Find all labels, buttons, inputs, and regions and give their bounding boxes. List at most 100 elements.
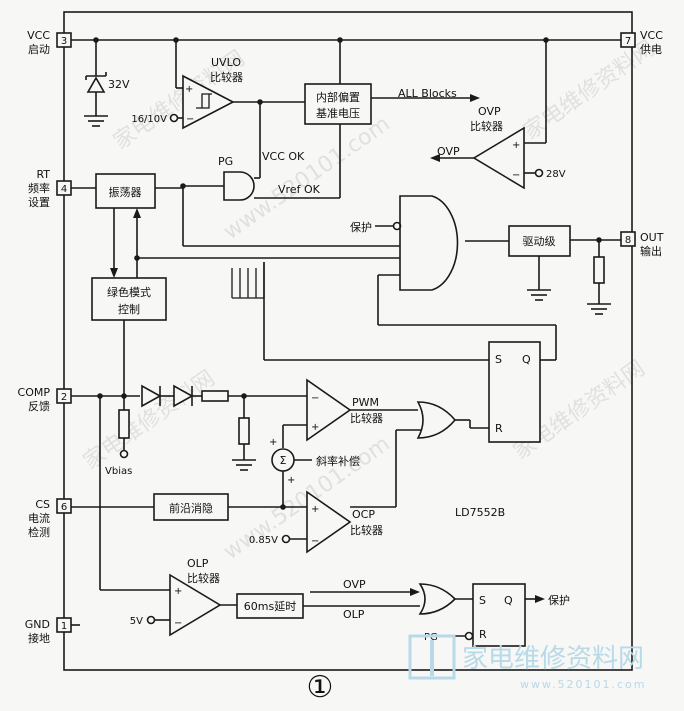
pwm-comparator: − + PWM 比较器 (282, 378, 418, 448)
svg-text:7: 7 (625, 36, 631, 47)
pin-1: 1 GND 接地 (25, 617, 72, 645)
svg-text:+: + (185, 84, 193, 95)
figure-number: ① (307, 670, 334, 705)
svg-text:设置: 设置 (28, 196, 50, 209)
svg-text:32V: 32V (108, 78, 130, 91)
svg-text:−: − (311, 393, 319, 404)
svg-text:比较器: 比较器 (210, 70, 243, 84)
svg-text:比较器: 比较器 (350, 523, 383, 537)
svg-text:接地: 接地 (28, 632, 50, 645)
svg-text:5V: 5V (130, 616, 143, 627)
svg-text:+: + (287, 475, 295, 486)
svg-text:4: 4 (61, 184, 67, 195)
svg-text:PG: PG (218, 155, 233, 168)
oscillator-block: 振荡器 (71, 173, 183, 209)
svg-text:驱动级: 驱动级 (523, 235, 556, 248)
svg-text:VCC: VCC (640, 29, 663, 42)
svg-text:S: S (495, 353, 502, 366)
svg-text:−: − (174, 618, 182, 629)
svg-text:输出: 输出 (640, 244, 662, 258)
svg-text:+: + (311, 504, 319, 515)
svg-text:OVP: OVP (437, 145, 460, 158)
green-mode-block: 绿色模式 控制 (91, 208, 167, 396)
svg-text:Vref OK: Vref OK (278, 183, 321, 196)
svg-text:电流: 电流 (28, 511, 50, 525)
pin-4: 4 RT 频率 设置 (28, 168, 72, 209)
ocp-comparator: + − OCP 比较器 0.85V LD7552B (249, 490, 505, 554)
svg-text:28V: 28V (546, 169, 566, 180)
svg-text:比较器: 比较器 (350, 411, 383, 425)
chip-frame (63, 11, 633, 671)
pin-7: 7 VCC 供电 (620, 29, 663, 56)
sigma-summer: Σ + + 斜率补偿 (269, 437, 360, 510)
svg-text:家电维修资料网: 家电维修资料网 (462, 644, 644, 674)
svg-text:比较器: 比较器 (187, 571, 220, 585)
svg-text:基准电压: 基准电压 (316, 107, 360, 120)
svg-text:+: + (512, 140, 520, 151)
svg-text:RT: RT (36, 168, 50, 181)
svg-text:S: S (479, 594, 486, 607)
uvlo-comparator: + − 16/10V UVLO 比较器 (131, 40, 305, 130)
svg-text:OCP: OCP (352, 508, 375, 521)
svg-text:绿色模式: 绿色模式 (107, 285, 151, 299)
svg-text:www.520101.com: www.520101.com (520, 678, 646, 691)
pin-3: 3 VCC 启动 (27, 29, 72, 56)
olp-comparator: + − OLP 比较器 5V (130, 557, 237, 637)
svg-text:−: − (311, 536, 319, 547)
svg-text:VCC OK: VCC OK (262, 150, 305, 163)
svg-text:OVP: OVP (478, 105, 501, 118)
svg-text:R: R (479, 628, 487, 641)
pin-2: 2 COMP 反馈 (18, 386, 72, 413)
svg-text:内部偏置: 内部偏置 (316, 90, 360, 104)
site-logo: 家电维修资料网 www.520101.com (408, 634, 646, 691)
svg-text:Vbias: Vbias (105, 466, 132, 477)
svg-text:2: 2 (61, 392, 67, 403)
pin-8: 8 OUT 输出 (620, 231, 664, 258)
svg-text:OVP: OVP (343, 578, 366, 591)
svg-text:6: 6 (61, 502, 67, 513)
svg-text:斜率补偿: 斜率补偿 (316, 454, 360, 468)
svg-text:OUT: OUT (640, 231, 664, 244)
svg-text:LD7552B: LD7552B (455, 506, 505, 519)
svg-text:PWM: PWM (352, 396, 379, 409)
svg-text:检测: 检测 (28, 525, 50, 539)
svg-text:8: 8 (625, 235, 631, 246)
svg-text:60ms延时: 60ms延时 (244, 600, 296, 613)
svg-text:OLP: OLP (343, 608, 365, 621)
svg-text:COMP: COMP (18, 386, 51, 399)
svg-text:频率: 频率 (28, 181, 50, 195)
svg-text:前沿消隐: 前沿消隐 (169, 501, 213, 515)
svg-text:启动: 启动 (28, 43, 50, 56)
svg-text:0.85V: 0.85V (249, 535, 278, 546)
watermark-text: 家电维修资料网 (519, 36, 660, 145)
bias-reference-block: 内部偏置 基准电压 ALL Blocks (304, 40, 480, 125)
leading-edge-blanking: 前沿消隐 (71, 493, 307, 521)
svg-text:+: + (174, 586, 182, 597)
svg-text:+: + (311, 422, 319, 433)
driver-block: 驱动级 (508, 225, 621, 315)
delay-block: 60ms延时 OLP OVP (236, 578, 420, 621)
svg-text:−: − (512, 170, 520, 181)
svg-text:GND: GND (25, 618, 50, 631)
svg-text:OLP: OLP (187, 557, 209, 570)
main-and-gate: 保护 (134, 188, 557, 360)
vcc-rail (71, 37, 621, 43)
sr-flip-flop: S Q R (455, 341, 556, 443)
svg-text:VCC: VCC (27, 29, 50, 42)
svg-text:UVLO: UVLO (211, 56, 241, 69)
pwm-or-gate (395, 401, 457, 507)
svg-text:振荡器: 振荡器 (109, 185, 142, 199)
svg-text:Q: Q (504, 594, 513, 607)
svg-text:保护: 保护 (350, 220, 372, 234)
svg-text:ALL Blocks: ALL Blocks (398, 87, 457, 100)
svg-text:Q: Q (522, 353, 531, 366)
pulse-train-icon (231, 262, 489, 361)
protection-latch: S Q R 保护 PG (418, 583, 570, 647)
svg-text:R: R (495, 422, 503, 435)
svg-text:CS: CS (35, 498, 50, 511)
svg-text:1: 1 (61, 621, 67, 632)
svg-text:−: − (186, 114, 194, 125)
svg-text:Σ: Σ (280, 454, 287, 467)
svg-text:比较器: 比较器 (470, 119, 503, 133)
